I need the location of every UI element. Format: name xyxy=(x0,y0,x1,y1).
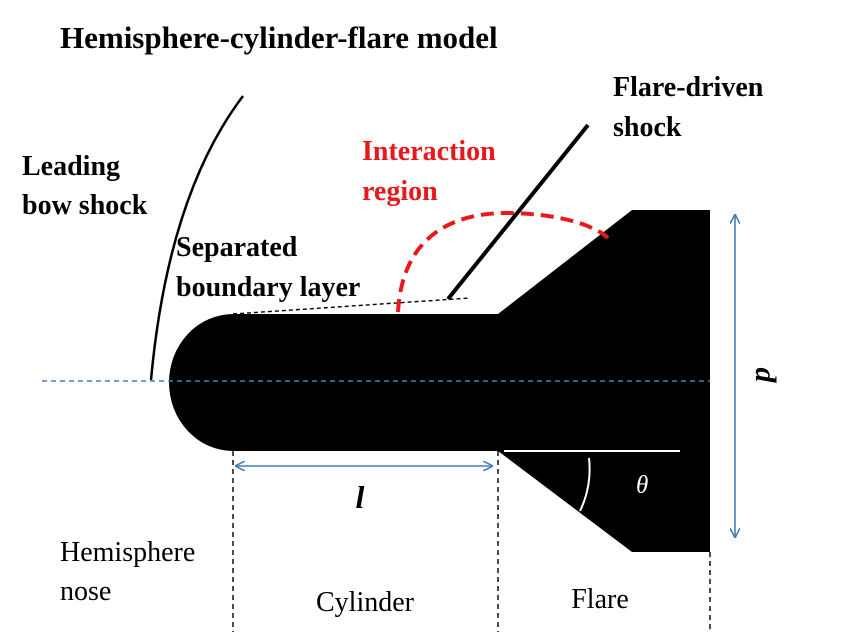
interaction-region-arc xyxy=(396,210,610,313)
interaction-region-label-line1: Interaction xyxy=(362,136,496,167)
separated-boundary-layer-line xyxy=(232,297,471,315)
separated-boundary-layer-label-line1: Separated xyxy=(176,232,298,263)
length-label: l xyxy=(356,479,365,515)
leading-bow-shock-curve xyxy=(149,95,244,381)
flare-driven-shock-label-line1: Flare-driven xyxy=(613,72,764,103)
hemisphere-nose-label-line1: Hemisphere xyxy=(60,537,195,568)
angle-theta-label: θ xyxy=(636,472,648,499)
leading-bow-shock-label-line1: Leading xyxy=(22,151,120,182)
leading-bow-shock-label-line2: bow shock xyxy=(22,190,148,221)
diagram-title: Hemisphere-cylinder-flare model xyxy=(60,20,498,55)
hemisphere-nose-label-line2: nose xyxy=(60,576,111,607)
flare-driven-shock-line xyxy=(446,123,590,301)
flare-section-label: Flare xyxy=(571,584,629,615)
separated-boundary-layer-label-line2: boundary layer xyxy=(176,272,360,303)
flare-driven-shock-label-line2: shock xyxy=(613,112,682,143)
diameter-label: d xyxy=(749,368,782,384)
flare-angle-arc xyxy=(579,457,591,512)
cylinder-section-label: Cylinder xyxy=(316,587,415,618)
interaction-region-label-line2: region xyxy=(362,176,438,207)
